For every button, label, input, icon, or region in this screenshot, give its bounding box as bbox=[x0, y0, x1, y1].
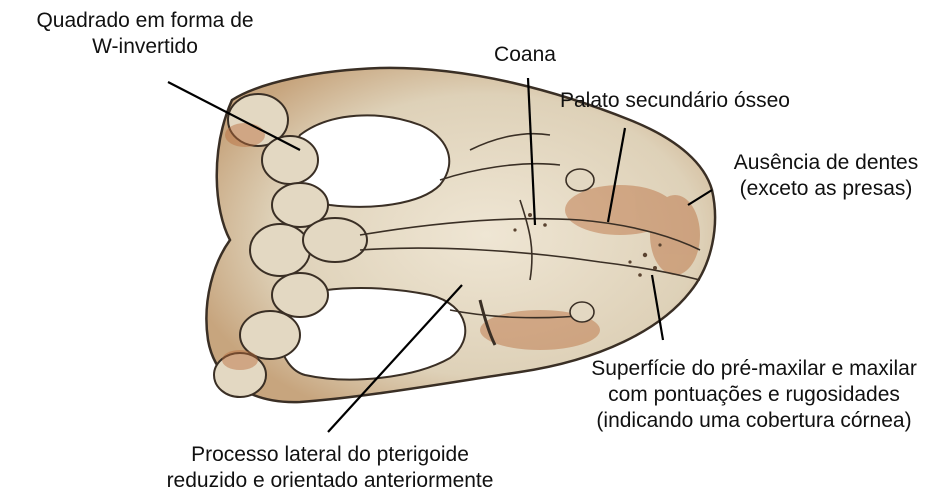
label-coana: Coana bbox=[470, 42, 580, 68]
label-coana-text: Coana bbox=[470, 42, 580, 68]
label-processo-line1: Processo lateral do pterigoide bbox=[150, 442, 510, 468]
label-palato: Palato secundário ósseo bbox=[560, 88, 850, 114]
skull-illustration bbox=[206, 68, 715, 402]
label-palato-text: Palato secundário ósseo bbox=[560, 88, 850, 114]
label-quadrado: Quadrado em forma de W-invertido bbox=[0, 8, 290, 60]
label-ausencia: Ausência de dentes (exceto as presas) bbox=[708, 150, 944, 202]
label-processo: Processo lateral do pterigoide reduzido … bbox=[150, 442, 510, 494]
label-quadrado-line1: Quadrado em forma de bbox=[0, 8, 290, 34]
label-superficie-line2: com pontuações e rugosidades bbox=[560, 382, 948, 408]
label-superficie: Superfície do pré-maxilar e maxilar com … bbox=[560, 356, 948, 434]
label-superficie-line3: (indicando uma cobertura córnea) bbox=[560, 408, 948, 434]
label-ausencia-line2: (exceto as presas) bbox=[708, 176, 944, 202]
label-quadrado-line2: W-invertido bbox=[0, 34, 290, 60]
label-superficie-line1: Superfície do pré-maxilar e maxilar bbox=[560, 356, 948, 382]
label-processo-line2: reduzido e orientado anteriormente bbox=[150, 468, 510, 494]
label-ausencia-line1: Ausência de dentes bbox=[708, 150, 944, 176]
